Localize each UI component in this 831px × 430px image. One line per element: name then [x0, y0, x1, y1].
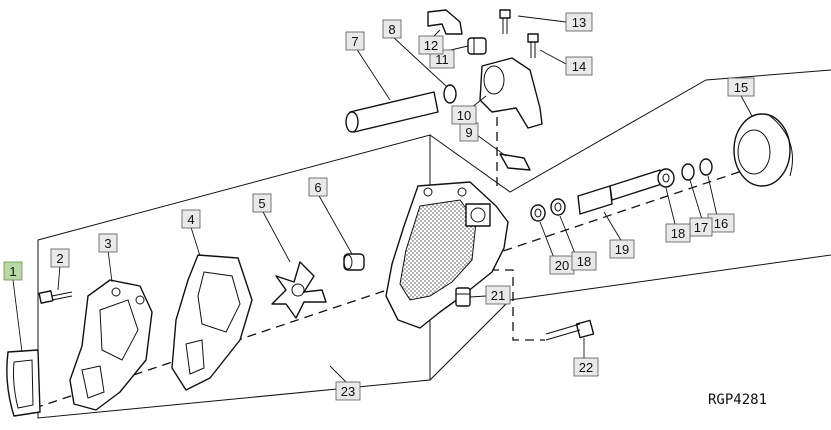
callout-3[interactable]: 3	[98, 233, 118, 253]
callout-23[interactable]: 23	[335, 381, 361, 401]
seal-part-6	[343, 253, 365, 271]
callout-19[interactable]: 19	[609, 239, 635, 259]
bearing-part-18-upper	[657, 168, 675, 188]
elbow-part-12	[427, 9, 463, 35]
svg-text:20: 20	[555, 258, 569, 273]
callout-5[interactable]: 5	[252, 193, 272, 213]
svg-text:7: 7	[351, 34, 358, 49]
svg-text:1: 1	[9, 264, 16, 279]
tube-part-7	[345, 91, 439, 133]
back-plate-part-3	[69, 279, 153, 411]
svg-text:18: 18	[671, 226, 685, 241]
callout-4[interactable]: 4	[181, 209, 201, 229]
svg-text:10: 10	[457, 108, 471, 123]
svg-text:15: 15	[734, 80, 748, 95]
callout-18-upper[interactable]: 18	[665, 223, 691, 243]
pulley-panel-outline	[429, 69, 831, 193]
callout-15[interactable]: 15	[727, 77, 755, 97]
leader-lines	[12, 15, 753, 383]
callout-13[interactable]: 13	[565, 12, 593, 32]
svg-text:18: 18	[577, 254, 591, 269]
bolt-part-14	[527, 33, 539, 58]
ring-part-17	[681, 163, 695, 181]
gasket-part-9	[499, 153, 531, 171]
callout-20[interactable]: 20	[549, 255, 575, 275]
bearing-part-18-lower	[550, 198, 566, 216]
callout-18-lower[interactable]: 18	[571, 251, 597, 271]
figure-reference-code: RGP4281	[708, 392, 767, 408]
pulley-part-15	[733, 113, 793, 187]
bearing-part-20	[530, 204, 546, 222]
bolt-part-13	[499, 9, 511, 34]
shaft-part-19	[577, 169, 663, 215]
impeller-part-5	[271, 261, 327, 319]
svg-text:17: 17	[694, 220, 708, 235]
callout-21[interactable]: 21	[485, 285, 511, 305]
callout-1[interactable]: 1	[3, 261, 23, 281]
svg-text:22: 22	[579, 360, 593, 375]
callout-7[interactable]: 7	[345, 31, 365, 51]
callout-22[interactable]: 22	[573, 357, 599, 377]
svg-text:16: 16	[714, 216, 728, 231]
svg-text:4: 4	[187, 212, 194, 227]
bolt-part-22	[545, 319, 595, 341]
callout-6[interactable]: 6	[308, 177, 328, 197]
callout-9[interactable]: 9	[459, 122, 479, 142]
svg-text:12: 12	[424, 38, 438, 53]
bolt-part-2	[38, 290, 73, 304]
svg-text:14: 14	[572, 59, 586, 74]
housing-part-10	[479, 57, 543, 129]
svg-text:13: 13	[572, 15, 586, 30]
callout-2[interactable]: 2	[50, 248, 70, 268]
svg-text:21: 21	[491, 288, 505, 303]
callout-12[interactable]: 12	[418, 35, 444, 55]
svg-text:11: 11	[435, 52, 449, 67]
svg-text:6: 6	[314, 180, 321, 195]
svg-text:8: 8	[388, 22, 395, 37]
assembly-axis	[19, 169, 746, 414]
svg-text:2: 2	[56, 251, 63, 266]
callout-17[interactable]: 17	[689, 217, 713, 237]
gasket-part-1	[6, 349, 41, 417]
svg-text:23: 23	[341, 384, 355, 399]
callout-11[interactable]: 11	[429, 49, 455, 69]
bolt-axis	[460, 269, 545, 341]
pump-housing	[385, 181, 509, 329]
callout-10[interactable]: 10	[451, 105, 477, 125]
callout-16[interactable]: 16	[707, 213, 735, 233]
svg-text:3: 3	[104, 236, 111, 251]
fitting-part-11	[467, 37, 487, 55]
callout-8[interactable]: 8	[382, 19, 402, 39]
callout-14[interactable]: 14	[565, 56, 593, 76]
ring-part-16	[699, 158, 713, 176]
svg-text:19: 19	[615, 242, 629, 257]
plug-part-21	[455, 287, 471, 307]
svg-text:9: 9	[465, 125, 472, 140]
svg-text:5: 5	[258, 196, 265, 211]
o-ring-part-8	[443, 84, 457, 104]
gasket-part-4	[171, 254, 253, 391]
